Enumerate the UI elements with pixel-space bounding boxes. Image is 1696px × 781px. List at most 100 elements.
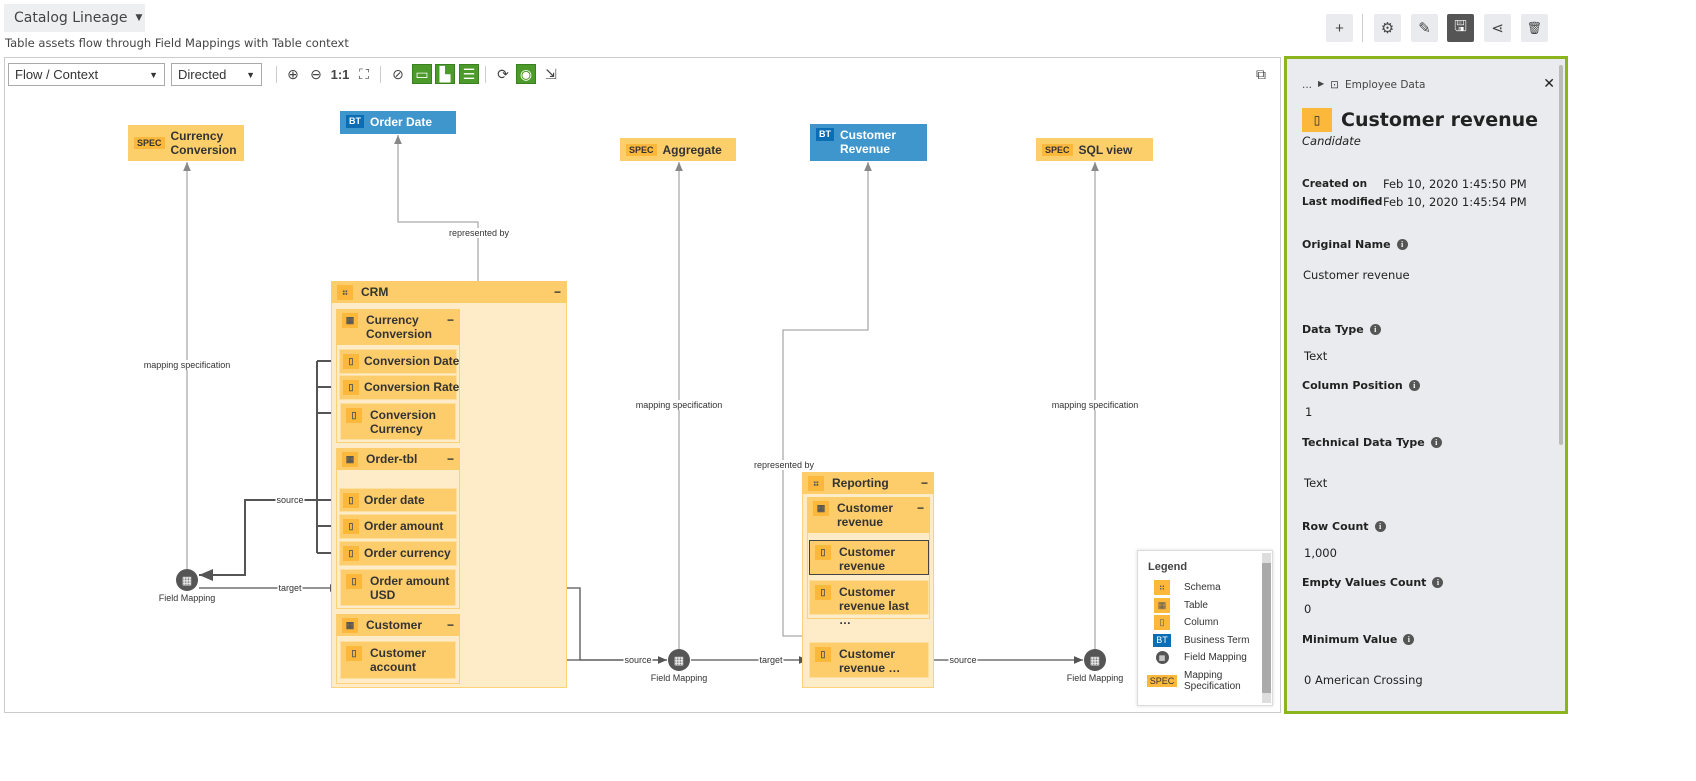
edge-label: represented by [447, 228, 511, 238]
caret-down-icon: ▼ [149, 69, 158, 80]
column-label: Customer revenue last … [839, 585, 910, 627]
info-icon[interactable]: i [1369, 324, 1381, 335]
delete-button[interactable]: 🗑 [1521, 14, 1548, 42]
table-icon: ▦ [342, 452, 358, 467]
column-icon: ▯ [815, 585, 831, 600]
column-label: Order amount [364, 519, 444, 533]
modified-label: Last modified [1302, 196, 1383, 208]
details-toggle-icon[interactable]: ▙ [435, 64, 455, 84]
labels-toggle-icon[interactable]: ▭ [412, 64, 432, 84]
share-button[interactable]: ⋖ [1484, 14, 1511, 42]
field-label-text: Original Name [1302, 238, 1391, 251]
column-node[interactable]: ▯ Customer account [340, 641, 456, 679]
compass-icon[interactable]: ⊘ [392, 65, 404, 82]
export-icon[interactable]: ⇲ [545, 65, 557, 82]
column-icon: ▯ [346, 646, 362, 661]
edge-source-crm [199, 360, 339, 575]
column-icon: ▯ [343, 546, 359, 561]
refresh-icon[interactable]: ⟳ [497, 65, 509, 82]
close-icon[interactable]: ✕ [1543, 76, 1555, 92]
lineage-canvas[interactable] [4, 57, 1281, 713]
zoom-in-icon[interactable]: ⊕ [287, 65, 299, 82]
direction-select[interactable]: Directed▼ [171, 63, 262, 86]
table-label: Order-tbl [366, 452, 418, 466]
field-mapping-node-icon[interactable]: ▦ [668, 649, 690, 671]
edge-label: mapping specification [634, 400, 724, 410]
field-label-text: Empty Values Count [1302, 576, 1427, 589]
view-select-value: Flow / Context [15, 67, 99, 82]
info-icon[interactable]: i [1430, 437, 1442, 448]
legend-item: ▦Table [1148, 597, 1262, 615]
schema-label: CRM [361, 285, 389, 299]
save-button[interactable]: 🖫 [1447, 14, 1474, 42]
zoom-out-icon[interactable]: ⊖ [310, 65, 322, 82]
column-node[interactable]: ▯Conversion Currency [340, 403, 456, 440]
field-mapping-node-icon[interactable]: ▦ [176, 569, 198, 591]
info-icon[interactable]: i [1408, 380, 1420, 391]
node-label: Currency Conversion [170, 129, 237, 157]
node-label: Order Date [370, 115, 433, 129]
column-label: Order currency [364, 546, 451, 560]
field-mapping-node-icon[interactable]: ▦ [1084, 649, 1106, 671]
edit-button[interactable]: ✎ [1411, 14, 1438, 42]
column-label: Customer account [370, 646, 427, 674]
info-icon[interactable]: i [1403, 634, 1415, 645]
column-node[interactable]: ▯Order amount USD [340, 569, 456, 606]
info-icon[interactable]: i [1396, 239, 1408, 250]
breadcrumb: ...▶⊡Employee Data [1302, 79, 1425, 91]
bt-badge: BT [816, 128, 834, 141]
column-node[interactable]: ▯Customer revenue … [809, 642, 929, 678]
collapse-icon[interactable]: − [446, 618, 454, 632]
breadcrumb-more[interactable]: ... [1302, 79, 1313, 91]
add-button[interactable]: + [1326, 14, 1353, 42]
column-node[interactable]: ▯Conversion Date [339, 349, 459, 374]
caret-down-icon: ▼ [246, 69, 255, 80]
column-icon: ▯ [1154, 615, 1170, 631]
field-value: Customer revenue [1303, 268, 1410, 282]
column-node[interactable]: ▯ Customer revenue last … [809, 580, 929, 627]
eye-toggle-icon[interactable]: ◉ [516, 64, 536, 84]
schema-header[interactable]: ⠶Reporting− [802, 472, 934, 494]
bt-badge: BT [1153, 633, 1171, 647]
schema-header[interactable]: ⠶CRM− [331, 281, 567, 303]
zoom-reset-button[interactable]: 1:1 [330, 66, 350, 82]
edge-label: source [948, 655, 978, 665]
panel-scrollbar[interactable] [1559, 65, 1563, 445]
schema-icon: ⠶ [808, 475, 824, 491]
details-panel: ...▶⊡Employee Data ✕ ▯ Customer revenue … [1284, 56, 1568, 714]
info-icon[interactable]: i [1432, 577, 1444, 588]
save-icon: 🖫 [1454, 17, 1467, 35]
edge-label: represented by [752, 460, 816, 470]
column-node[interactable]: ▯ Order currency [339, 541, 457, 566]
lineage-view-dropdown[interactable]: Catalog Lineage▼ [4, 4, 145, 32]
collapse-icon[interactable]: − [920, 476, 928, 490]
info-icon[interactable]: i [1374, 521, 1386, 532]
collapse-icon[interactable]: − [446, 313, 454, 327]
table-header[interactable]: ▦Customer revenue− [807, 497, 930, 533]
table-header[interactable]: ▦Currency Conversion− [336, 309, 460, 345]
view-select[interactable]: Flow / Context ▼ [8, 63, 165, 86]
table-header[interactable]: ▦ Order-tbl − [336, 448, 460, 470]
legend-scrollbar[interactable] [1262, 553, 1271, 703]
column-node[interactable]: ▯Conversion Rate [339, 375, 459, 400]
collapse-icon[interactable]: − [553, 285, 561, 299]
column-node[interactable]: ▯Order date [339, 488, 457, 512]
gear-icon: ⚙ [1380, 20, 1395, 37]
column-node-selected[interactable]: ▯Customer revenue [809, 540, 929, 575]
collapse-icon[interactable]: − [916, 501, 924, 515]
fit-screen-icon[interactable]: ⛶ [359, 65, 369, 82]
field-mapping-label: Field Mapping [1066, 673, 1124, 683]
list-toggle-icon[interactable]: ☰ [459, 64, 479, 84]
settings-button[interactable]: ⚙ [1374, 14, 1401, 42]
divider [1362, 14, 1363, 42]
table-header[interactable]: ▦Customer− [336, 614, 460, 636]
open-external-icon[interactable]: ⧉ [1256, 65, 1266, 82]
column-node[interactable]: ▯Order amount [339, 514, 457, 539]
breadcrumb-item[interactable]: Employee Data [1344, 79, 1426, 91]
collapse-icon[interactable]: − [446, 452, 454, 466]
